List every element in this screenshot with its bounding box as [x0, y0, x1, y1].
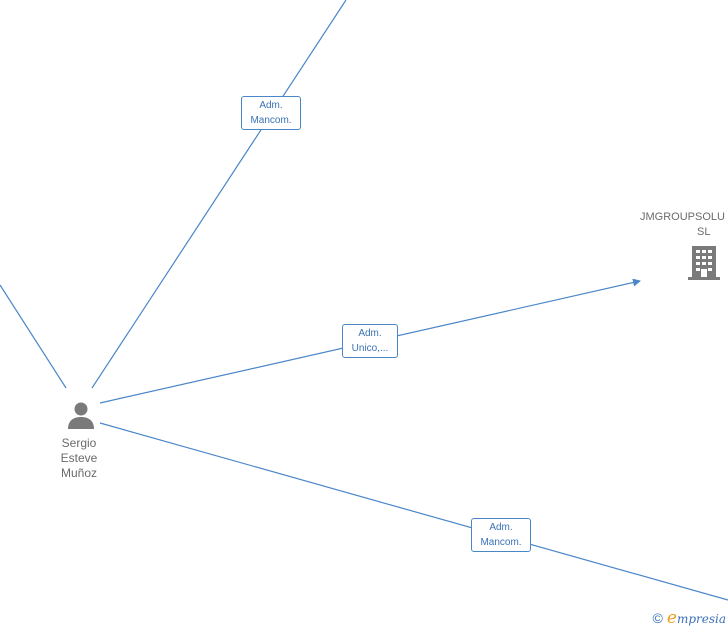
edge-label-line: Adm.	[259, 100, 283, 111]
company-name: JMGROUPSOLU SL	[640, 210, 728, 240]
edge-label-company[interactable]: Adm. Unico,...	[342, 324, 398, 358]
person-name-line: Muñoz	[60, 466, 98, 480]
person-name-line: Sergio	[61, 436, 97, 450]
brand-initial: e	[666, 608, 677, 628]
person-name: Sergio Esteve Muñoz	[44, 436, 114, 481]
edge-label-line: Mancom.	[250, 115, 292, 126]
brand-name: mpresia	[676, 612, 726, 626]
edge-label-line: Adm.	[489, 522, 513, 533]
brand-logo: empresia	[667, 608, 726, 628]
person-icon[interactable]	[66, 400, 96, 430]
edge-line-upper-left	[0, 284, 67, 389]
edge-label-line: Unico,...	[351, 343, 389, 354]
company-name-line: SL	[697, 226, 711, 238]
edge-line-lower-right	[99, 422, 728, 601]
edge-label-lower[interactable]: Adm. Mancom.	[471, 518, 531, 552]
person-name-line: Esteve	[60, 451, 98, 465]
edge-line-top	[91, 0, 347, 389]
footer-brand[interactable]: © empresia	[653, 608, 726, 628]
edge-label-top[interactable]: Adm. Mancom.	[241, 96, 301, 130]
building-icon[interactable]	[688, 245, 720, 280]
copyright-icon: ©	[652, 610, 663, 626]
edge-label-line: Mancom.	[480, 537, 522, 548]
company-name-line: JMGROUPSOLU	[640, 211, 725, 223]
edge-label-line: Adm.	[358, 328, 382, 339]
